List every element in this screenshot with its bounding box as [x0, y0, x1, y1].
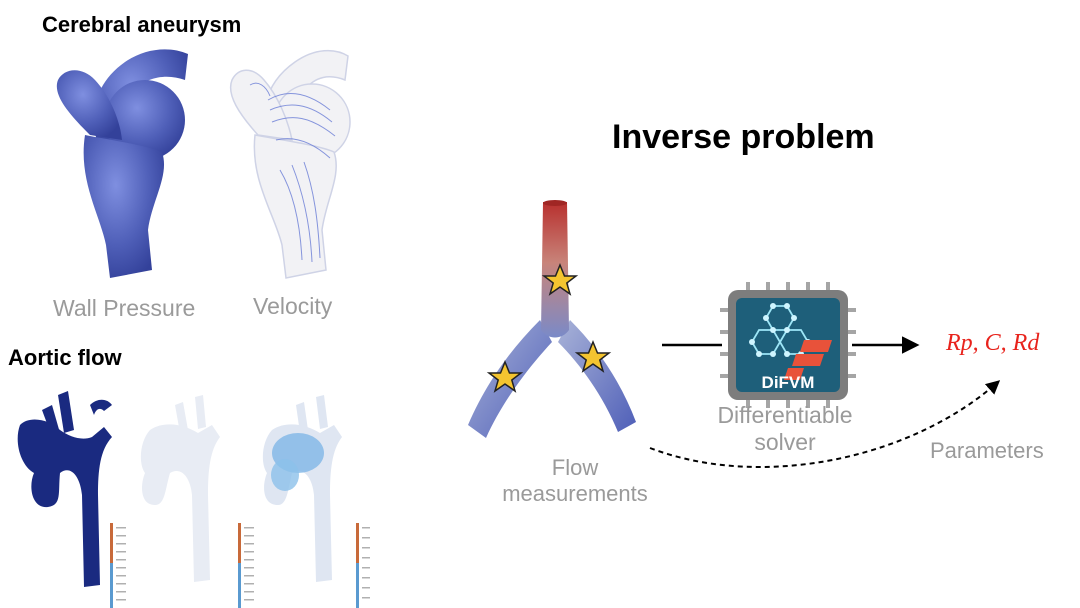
inverse-problem-title: Inverse problem — [612, 118, 875, 156]
measurement-star-icon — [486, 263, 612, 393]
solver-label-line2: solver — [754, 429, 816, 455]
velocity-model — [229, 49, 351, 279]
aneurysm-title: Cerebral aneurysm — [42, 12, 242, 37]
feedback-arrow — [649, 380, 1001, 469]
colorbars — [110, 523, 370, 608]
parameters-label: Parameters — [930, 438, 1044, 463]
wall-pressure-model — [56, 49, 188, 278]
aortic-figure — [17, 391, 370, 608]
aneurysm-figure — [56, 49, 351, 279]
bifurcation-vessel — [468, 200, 636, 438]
flow-measurements-label: Flow measurements — [490, 455, 660, 507]
flow-label-line1: Flow — [551, 455, 599, 480]
solver-badge-text: DiFVM — [762, 373, 815, 392]
aortic-title: Aortic flow — [8, 345, 122, 370]
aorta-model-solid — [17, 391, 113, 587]
solver-label: Differentiable solver — [700, 402, 870, 456]
aorta-model-pressure — [140, 395, 220, 582]
aorta-model-velocity — [262, 395, 342, 582]
difvm-chip-icon: DiFVM — [720, 282, 856, 408]
solver-label-line1: Differentiable — [717, 402, 853, 428]
inverse-diagram: DiFVM — [468, 200, 1001, 469]
velocity-label: Velocity — [253, 293, 333, 319]
output-parameters: Rp, C, Rd — [946, 330, 1040, 356]
wall-pressure-label: Wall Pressure — [53, 295, 196, 321]
flow-label-line2: measurements — [502, 481, 648, 506]
